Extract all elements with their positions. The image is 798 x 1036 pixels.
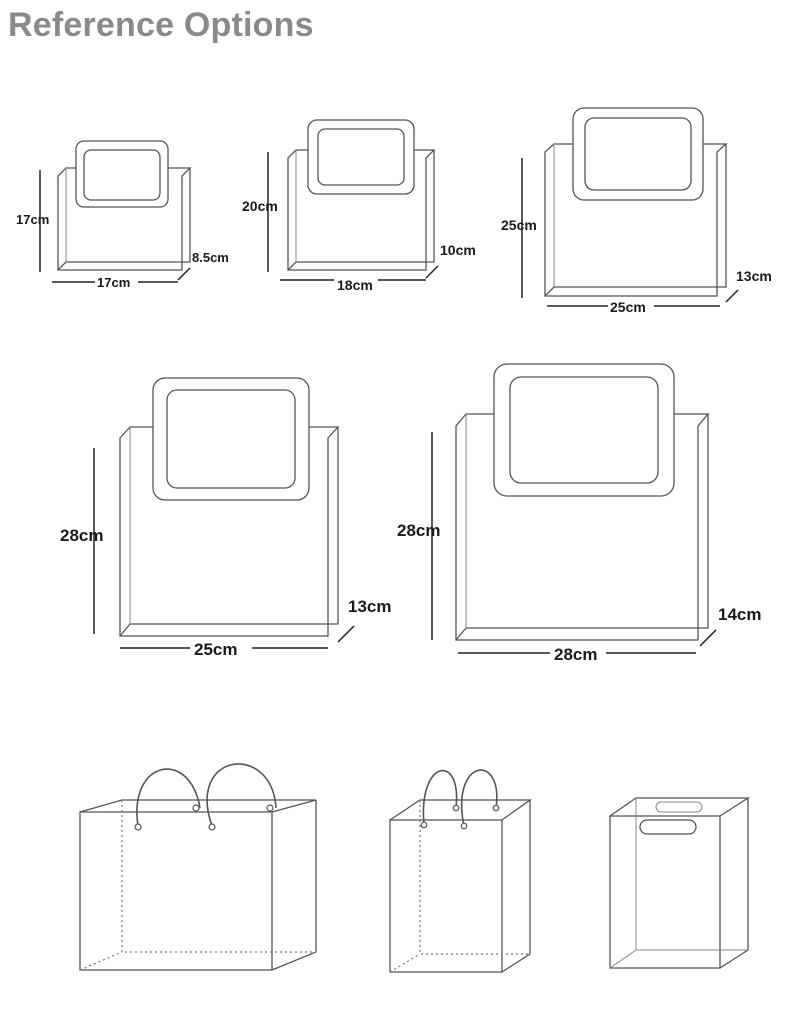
width-label: 17cm xyxy=(97,275,130,290)
bag-option-2: 20cm 18cm 10cm xyxy=(242,119,476,293)
width-label: 25cm xyxy=(194,640,237,659)
bag-option-5: 28cm 28cm 14cm xyxy=(397,363,761,664)
bag-style-rope-handle-tall xyxy=(389,769,533,973)
height-label: 20cm xyxy=(242,198,278,214)
width-label: 18cm xyxy=(337,277,373,293)
width-label: 28cm xyxy=(554,645,597,664)
height-label: 25cm xyxy=(501,217,537,233)
bag-option-3: 25cm 25cm 13cm xyxy=(501,107,772,315)
page-title: Reference Options xyxy=(8,6,314,44)
width-label: 25cm xyxy=(610,299,646,315)
bag-option-4: 28cm 25cm 13cm xyxy=(60,377,391,659)
depth-label: 10cm xyxy=(440,242,476,258)
bag-style-rope-handle-wide xyxy=(79,763,317,971)
depth-label: 13cm xyxy=(736,268,772,284)
bag-style-die-cut-handle xyxy=(609,797,751,969)
depth-label: 13cm xyxy=(348,597,391,616)
height-label: 17cm xyxy=(16,212,49,227)
depth-label: 14cm xyxy=(718,605,761,624)
depth-label: 8.5cm xyxy=(192,250,229,265)
bag-option-1: 17cm 17cm 8.5cm xyxy=(16,140,229,290)
height-label: 28cm xyxy=(60,526,103,545)
height-label: 28cm xyxy=(397,521,440,540)
